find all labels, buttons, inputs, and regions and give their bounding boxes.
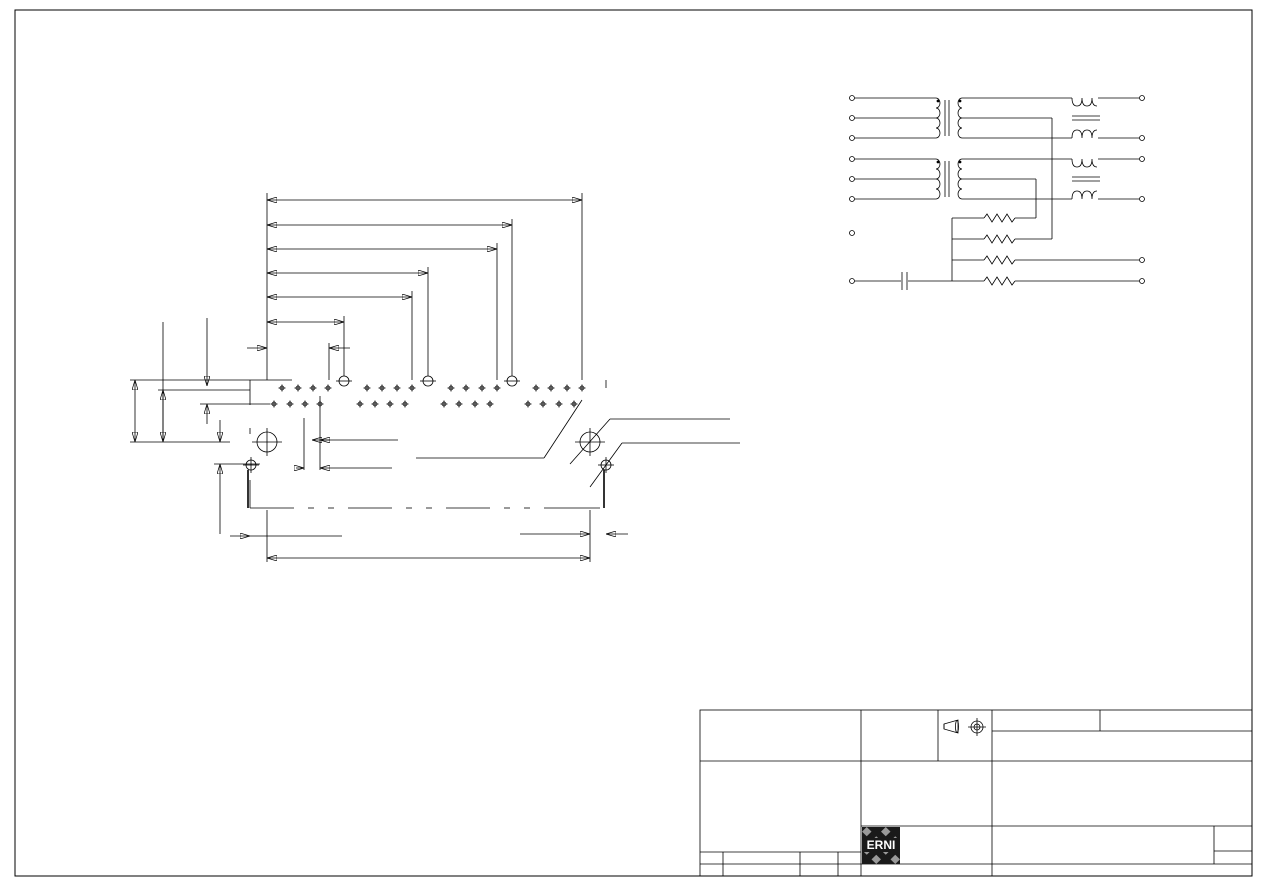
contact-pin <box>462 384 470 392</box>
contact-pin <box>316 400 324 408</box>
contact-pin <box>455 400 463 408</box>
sheet-border <box>14 9 1253 877</box>
terminals-right <box>1139 95 1145 284</box>
terminals-left <box>849 95 855 284</box>
connector-outline <box>247 379 607 509</box>
logo-text: ERNI <box>867 838 896 852</box>
contact-pin <box>555 400 563 408</box>
logo-pattern-tile <box>862 827 872 837</box>
contact-pin <box>371 400 379 408</box>
choke-2 <box>1071 158 1139 200</box>
contact-pin <box>524 400 532 408</box>
contact-pin <box>363 384 371 392</box>
choke-1 <box>1071 97 1139 139</box>
contact-pin <box>386 400 394 408</box>
contact-pin <box>301 400 309 408</box>
mounting-holes <box>243 375 614 473</box>
transformer-2 <box>855 158 1072 200</box>
contact-pin <box>486 400 494 408</box>
contact-pin <box>440 400 448 408</box>
contact-pin <box>294 384 302 392</box>
contact-pin <box>324 384 332 392</box>
contact-pin <box>578 384 586 392</box>
logo-pattern-tile <box>881 827 891 837</box>
contact-pin <box>471 400 479 408</box>
contact-pin <box>532 384 540 392</box>
dimension-lines-top <box>247 200 582 348</box>
contact-pin <box>563 384 571 392</box>
contact-pin <box>278 384 286 392</box>
capacitor <box>855 272 952 290</box>
resistors <box>952 213 1139 286</box>
contact-pin <box>570 400 578 408</box>
contact-pin <box>547 384 555 392</box>
logo-pattern-tile <box>890 854 900 864</box>
title-block <box>699 709 1253 877</box>
connector-front-view <box>130 193 740 562</box>
contact-pin <box>493 384 501 392</box>
dimension-lines-left <box>130 318 270 534</box>
dimension-lines-bottom <box>230 510 628 562</box>
contact-pin <box>447 384 455 392</box>
contact-pin <box>270 400 278 408</box>
contact-pin <box>401 400 409 408</box>
company-logo: ERNI <box>862 827 900 864</box>
contact-pin <box>478 384 486 392</box>
contact-pin <box>378 384 386 392</box>
contact-pin <box>408 384 416 392</box>
contact-pin <box>356 400 364 408</box>
logo-pattern-tile <box>871 854 881 864</box>
crosshair-icon <box>968 718 986 736</box>
third-angle-projection-icon <box>943 719 959 734</box>
contact-pin <box>539 400 547 408</box>
contact-pin <box>393 384 401 392</box>
circuit-schematic <box>849 95 1145 290</box>
contact-pins <box>270 384 586 408</box>
transformer-1 <box>855 97 1072 139</box>
contact-pin <box>309 384 317 392</box>
contact-pin <box>286 400 294 408</box>
